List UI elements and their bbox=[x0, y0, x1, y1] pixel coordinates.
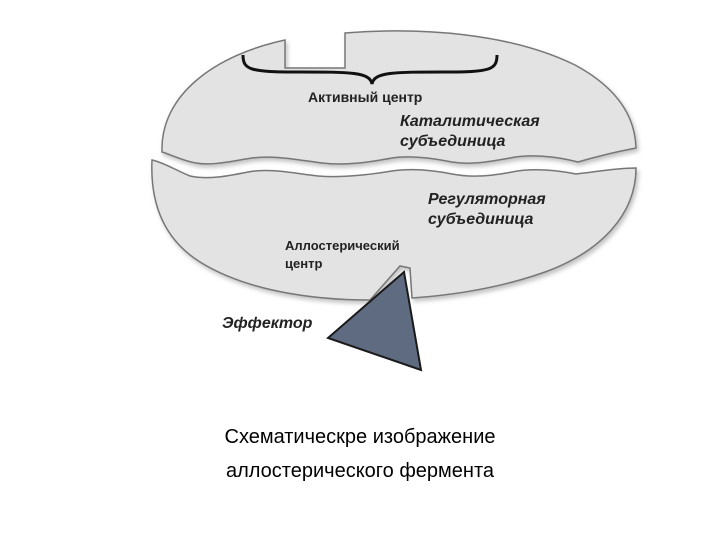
regulatory-subunit-label: Регуляторная bbox=[428, 191, 546, 208]
allosteric-center-label: Аллостерический bbox=[285, 238, 400, 253]
allosteric-enzyme-diagram: Активный центр Каталитическая субъединиц… bbox=[151, 30, 637, 372]
catalytic-subunit-label-2: субъединица bbox=[400, 133, 506, 150]
active-center-label: Активный центр bbox=[308, 89, 422, 105]
active-center-brace bbox=[241, 54, 499, 85]
allosteric-center-label-2: центр bbox=[285, 256, 322, 271]
caption-line-2: аллостерического фермента bbox=[225, 460, 495, 482]
catalytic-subunit bbox=[161, 30, 637, 165]
effector-triangle bbox=[326, 270, 423, 372]
figure-caption: Схематическре изображение аллостерическо… bbox=[0, 420, 720, 488]
caption-line-1: Схематическре изображение bbox=[224, 426, 496, 448]
regulatory-subunit-label-2: субъединица bbox=[428, 211, 534, 228]
regulatory-subunit bbox=[151, 159, 637, 301]
catalytic-subunit-label: Каталитическая bbox=[400, 113, 540, 130]
effector-label: Эффектор bbox=[222, 315, 313, 332]
